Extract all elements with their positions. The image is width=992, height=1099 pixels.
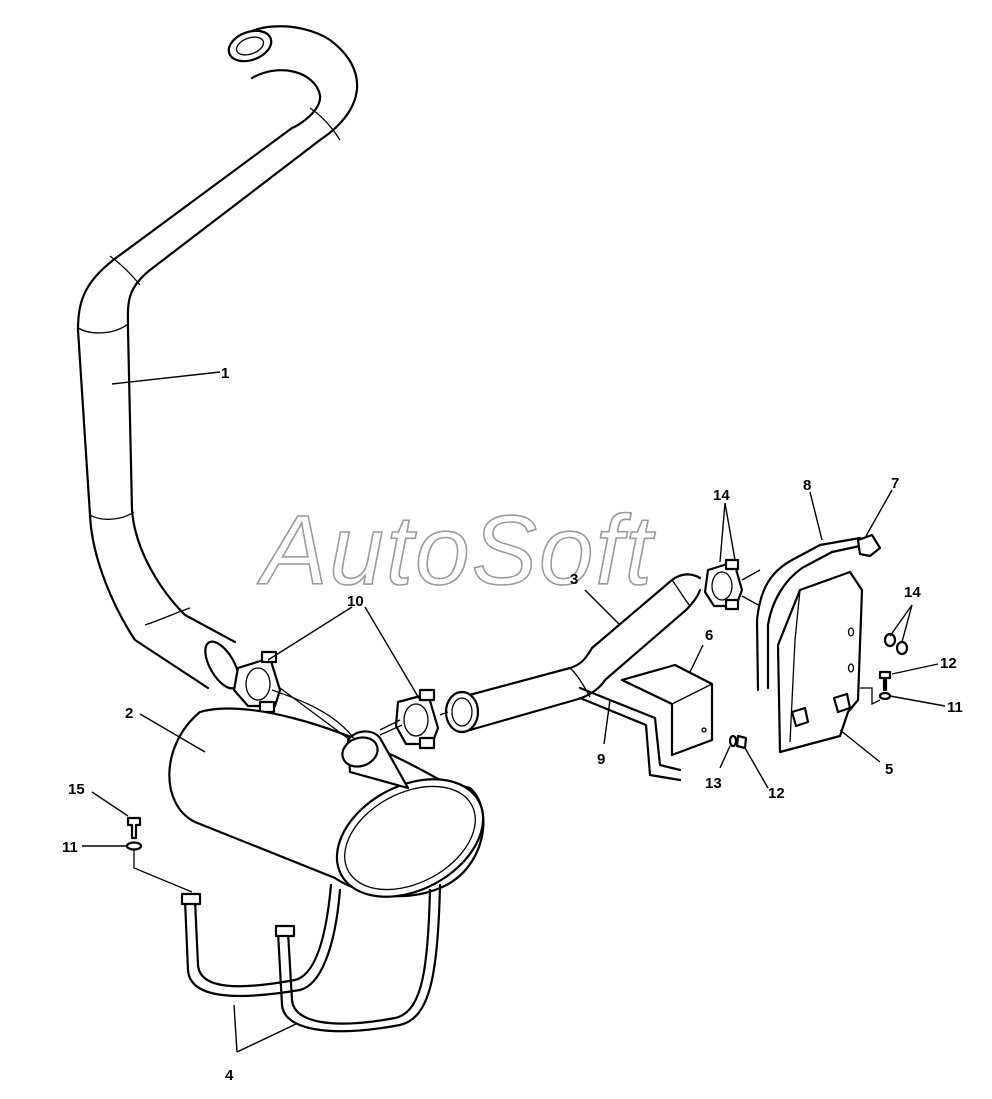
callout-2: 2: [125, 705, 133, 722]
assembly-lines: [133, 569, 881, 893]
part-13-washer: [728, 734, 738, 748]
part-3-rear-pipe: [444, 573, 702, 734]
part-14-clamp-top: [703, 558, 744, 611]
callout-5: 5: [885, 761, 893, 778]
callout-8: 8: [803, 477, 811, 494]
leader-lines: [82, 371, 946, 1053]
callout-11-right: 11: [947, 699, 963, 716]
part-9-rod: [578, 686, 682, 782]
callout-14-right: 14: [904, 584, 921, 601]
part-5-heat-shield: [776, 570, 864, 754]
callout-7: 7: [891, 475, 899, 492]
part-7-clip: [856, 533, 882, 558]
callout-11-left: 11: [62, 839, 78, 856]
callout-10: 10: [347, 593, 364, 610]
callout-15: 15: [68, 781, 85, 798]
callout-labels: 1 2 3 4 5 6 7 8 9 10 11 11 12 12 13 14 1…: [62, 365, 963, 1084]
part-11-washer-left: [125, 841, 143, 851]
part-12-bolt-right: [878, 670, 892, 692]
part-10-clamp-left: [232, 650, 282, 714]
callout-13: 13: [705, 775, 722, 792]
watermark-text: AutoSoft: [257, 495, 656, 605]
callout-4: 4: [225, 1067, 234, 1084]
part-15-bolt: [126, 816, 142, 840]
part-10-clamp-right: [394, 688, 440, 750]
part-4-straps: [180, 883, 442, 1033]
callout-12-right: 12: [940, 655, 957, 672]
part-8-guard-frame: [755, 536, 862, 692]
part-6-bracket: [620, 663, 714, 757]
part-14-washers: [883, 632, 909, 656]
callout-3: 3: [570, 571, 578, 588]
callout-9: 9: [597, 751, 605, 768]
part-11-washer-right: [878, 691, 892, 701]
part-2-muffler: [168, 689, 485, 898]
callout-12-bottom: 12: [768, 785, 785, 802]
callout-6: 6: [705, 627, 713, 644]
part-12-bolt-bottom: [735, 734, 748, 750]
callout-14-top: 14: [713, 487, 730, 504]
callout-1: 1: [221, 365, 229, 382]
